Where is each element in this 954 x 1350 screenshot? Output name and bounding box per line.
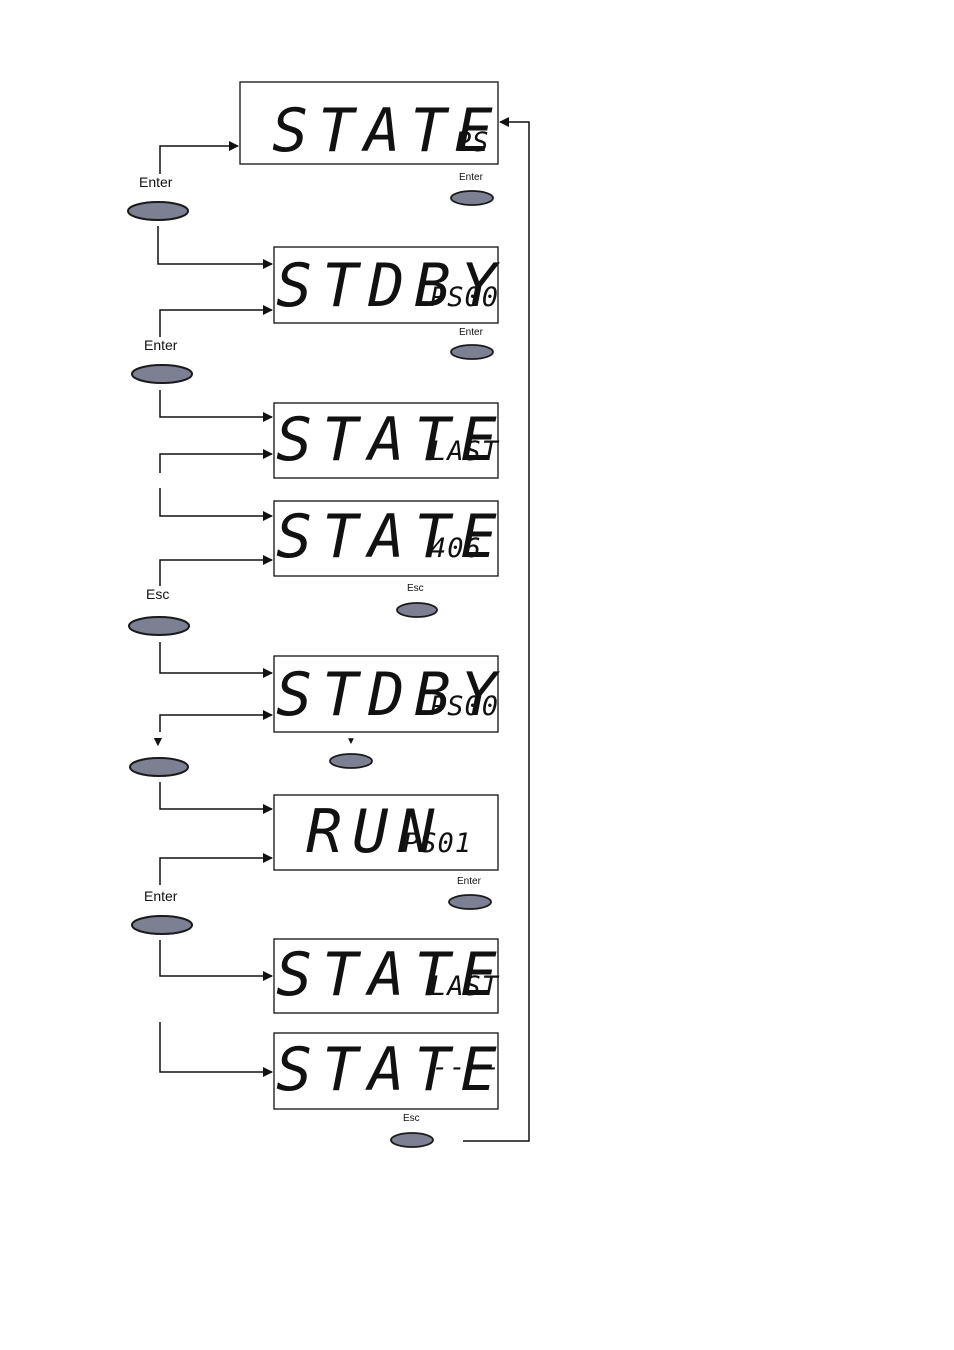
display-frame <box>273 1032 499 1110</box>
arrow-to-state-last <box>159 390 273 422</box>
left-buttons: Enter Enter Esc ▼ Enter <box>127 174 193 935</box>
arrow-to-state-406 <box>159 488 273 521</box>
enter-button-1[interactable]: Enter <box>127 174 189 221</box>
button-label: Enter <box>459 172 484 183</box>
button-label: Enter <box>139 174 173 190</box>
button-body[interactable] <box>396 602 438 618</box>
esc-button-small-1[interactable]: Esc <box>396 583 438 618</box>
display-state-last: STATE LAST <box>273 402 507 479</box>
down-triangle-icon: ▼ <box>151 733 165 749</box>
connectors <box>157 117 530 1142</box>
display-state-dashes: STATE ---- <box>273 1032 507 1110</box>
enter-button-small-2[interactable]: Enter <box>450 327 494 360</box>
enter-button-2[interactable]: Enter <box>131 337 193 384</box>
button-label: Esc <box>403 1113 420 1124</box>
display-sub-text: PS00 <box>430 691 499 722</box>
display-sub-text: 406 <box>430 533 482 564</box>
button-body[interactable] <box>448 894 492 910</box>
display-main-text: STATE <box>276 405 507 475</box>
display-frame <box>273 655 499 733</box>
display-sub-text: LAST <box>430 436 500 467</box>
down-button[interactable]: ▼ <box>129 733 189 777</box>
display-main-text: STATE <box>276 1035 507 1105</box>
arrow-return-state-last <box>159 449 273 473</box>
arrow-to-state-dashes <box>159 1022 273 1077</box>
button-body[interactable] <box>450 344 494 360</box>
display-state-ps: STATE PS <box>239 81 503 166</box>
arrow-to-stdby-ps00 <box>157 226 273 269</box>
button-label: Esc <box>407 583 424 594</box>
display-sub-text: ---- <box>432 1052 501 1083</box>
display-sub-text: LAST <box>430 971 500 1002</box>
displays: STATE PS STDBY PS00 STATE LAST STATE 406… <box>239 81 507 1110</box>
display-stdby-ps00-2: STDBY PS00 <box>273 655 507 733</box>
right-buttons: Enter Enter Esc ▼ Enter Esc <box>329 172 494 1148</box>
button-body[interactable] <box>329 753 373 769</box>
button-body[interactable] <box>390 1132 434 1148</box>
button-body[interactable] <box>128 616 190 636</box>
display-run-ps01: RUN PS01 <box>273 794 499 871</box>
esc-button[interactable]: Esc <box>128 586 190 636</box>
display-frame <box>273 938 499 1014</box>
display-main-text: RUN <box>306 797 444 867</box>
display-frame <box>273 246 499 324</box>
enter-button-3[interactable]: Enter <box>131 888 193 935</box>
arrow-esc-loop-to-top <box>463 117 530 1142</box>
button-label: Enter <box>459 327 484 338</box>
display-main-text: STDBY <box>276 251 507 321</box>
display-frame <box>273 794 499 871</box>
down-triangle-icon: ▼ <box>346 736 356 747</box>
arrow-return-run <box>159 853 273 885</box>
button-label: Enter <box>144 888 178 904</box>
button-body[interactable] <box>127 201 189 221</box>
arrow-enter-to-state-ps <box>159 141 239 174</box>
display-frame <box>239 81 499 165</box>
button-label: Enter <box>144 337 178 353</box>
display-sub-text: PS01 <box>403 828 472 859</box>
arrow-to-run-ps01 <box>159 782 273 814</box>
button-body[interactable] <box>131 915 193 935</box>
button-body[interactable] <box>131 364 193 384</box>
button-label: Esc <box>146 586 169 602</box>
button-label: Enter <box>457 876 482 887</box>
display-main-text: STATE <box>276 502 507 572</box>
display-frame <box>273 402 499 479</box>
display-sub-text: PS <box>455 127 490 158</box>
display-sub-text: PS00 <box>430 282 499 313</box>
esc-button-small-2[interactable]: Esc <box>390 1113 434 1148</box>
display-stdby-ps00: STDBY PS00 <box>273 246 507 324</box>
down-button-small[interactable]: ▼ <box>329 736 373 769</box>
arrow-return-state-406 <box>159 555 273 586</box>
arrow-return-stdby-2 <box>159 710 273 732</box>
button-body[interactable] <box>129 757 189 777</box>
display-state-406: STATE 406 <box>273 500 507 577</box>
arrow-return-stdby <box>159 305 273 337</box>
arrow-to-state-last-2 <box>159 940 273 981</box>
display-frame <box>273 500 499 577</box>
button-body[interactable] <box>450 190 494 206</box>
display-main-text: STATE <box>272 96 503 166</box>
arrow-to-stdby-ps00-2 <box>159 642 273 678</box>
display-main-text: STATE <box>276 940 507 1010</box>
display-state-last-2: STATE LAST <box>273 938 507 1014</box>
display-main-text: STDBY <box>276 660 507 730</box>
enter-button-small-3[interactable]: Enter <box>448 876 492 910</box>
enter-button-small-1[interactable]: Enter <box>450 172 494 206</box>
